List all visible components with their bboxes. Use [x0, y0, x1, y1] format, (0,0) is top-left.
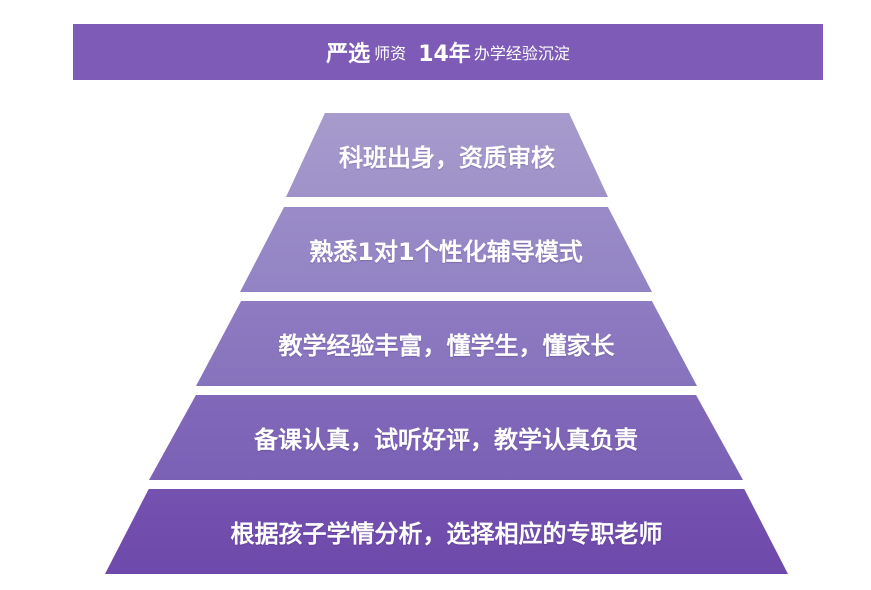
header-banner: 严选 师资 14年 办学经验沉淀: [73, 24, 823, 80]
banner-light-text: 师资: [374, 44, 407, 63]
pyramid-tier-3: 教学经验丰富，懂学生，懂家长: [196, 301, 697, 386]
pyramid-tier-3-label: 教学经验丰富，懂学生，懂家长: [278, 332, 615, 360]
pyramid-tier-1: 科班出身，资质审核: [286, 113, 608, 197]
pyramid-tier-2-label: 熟悉1对1个性化辅导模式: [309, 238, 583, 266]
pyramid-tier-4: 备课认真，试听好评，教学认真负责: [149, 395, 743, 480]
pyramid-tier-5: 根据孩子学情分析，选择相应的专职老师: [105, 489, 788, 574]
pyramid-tier-5-label: 根据孩子学情分析，选择相应的专职老师: [230, 520, 663, 548]
banner-suffix-text: 办学经验沉淀: [473, 44, 570, 63]
pyramid-tier-2: 熟悉1对1个性化辅导模式: [240, 207, 652, 292]
pyramid-tier-1-label: 科班出身，资质审核: [339, 143, 555, 172]
pyramid-tier-4-label: 备课认真，试听好评，教学认真负责: [254, 426, 638, 454]
banner-number-text: 14年: [418, 42, 471, 67]
banner-strong-text: 严选: [326, 42, 371, 67]
